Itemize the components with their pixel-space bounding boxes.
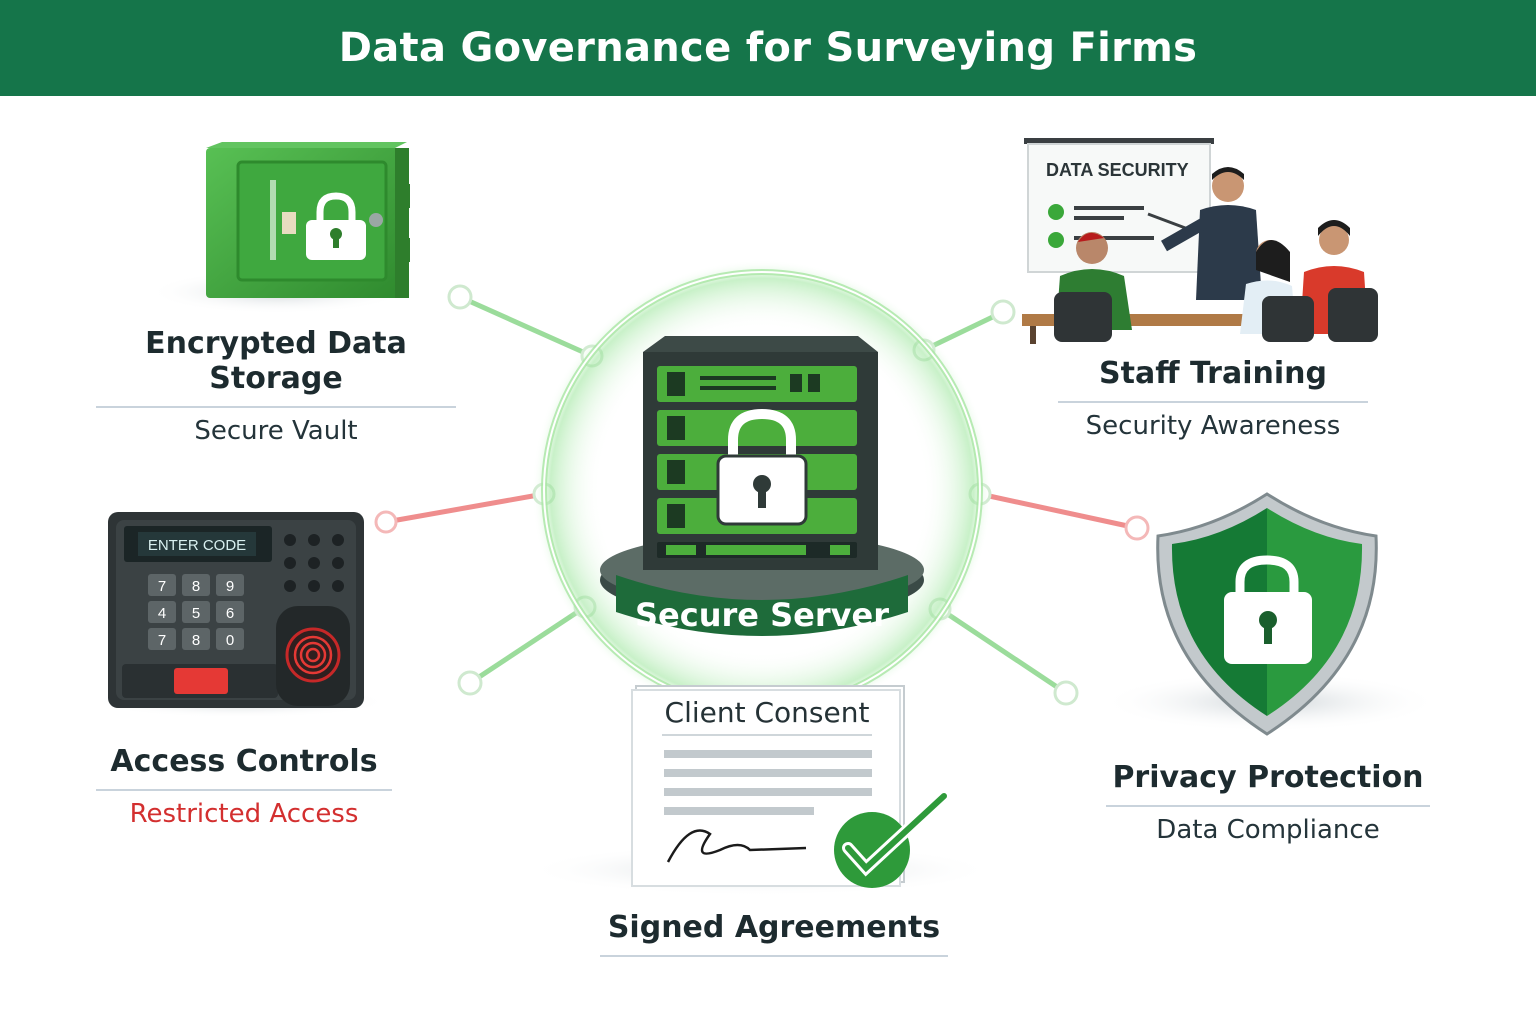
connector-privacy [979,491,1138,531]
storage-subtitle: Secure Vault [194,416,358,446]
node-storage-label: Encrypted Data Storage Secure Vault [96,326,456,446]
center-label: Secure Server [635,596,889,634]
keypad-key [148,628,176,650]
keypad-key [148,601,176,623]
connector-consent-left [468,604,587,686]
node-privacy-label: Privacy Protection Data Compliance [1106,760,1430,845]
keypad-key-label: 6 [226,605,234,622]
keypad-key [182,601,210,623]
keypad-key [216,574,244,596]
node-consent-label: Signed Agreements [600,910,948,957]
keypad-key-label: 7 [158,632,166,649]
secure-server-hub [532,260,992,720]
access-title: Access Controls [96,744,392,791]
page-title: Data Governance for Surveying Firms [338,25,1198,71]
privacy-title: Privacy Protection [1106,760,1430,807]
keypad-key-label: 0 [226,632,234,649]
document-icon: Client Consent [524,685,996,896]
keypad-key-label: 8 [192,578,200,595]
fingerprint-icon [293,635,333,675]
training-title: Staff Training [1058,356,1368,403]
storage-title: Encrypted Data Storage [96,326,456,408]
consent-title: Signed Agreements [600,910,948,957]
access-subtitle: Restricted Access [129,799,359,829]
keypad-key-label: 4 [158,605,166,622]
keypad-key-label: 8 [192,632,200,649]
screen-text: ENTER CODE [148,537,246,554]
keypad-key [182,628,210,650]
checkmark-icon [834,790,950,888]
node-training-label: Staff Training Security Awareness [1058,356,1368,441]
connector-storage [458,294,594,359]
keypad-key [216,628,244,650]
connector-consent-right [938,606,1068,696]
privacy-subtitle: Data Compliance [1156,815,1380,845]
vault-icon [148,142,410,314]
server-icon [643,336,878,570]
keypad-key-label: 9 [226,578,234,595]
keypad-icon: ENTER CODE 7 8 9 4 5 6 7 8 0 [90,512,390,718]
board-text: DATA SECURITY [1046,160,1189,180]
training-subtitle: Security Awareness [1085,411,1341,441]
keypad-key-label: 7 [158,578,166,595]
padlock-icon [716,408,808,526]
doc-title: Client Consent [665,696,870,729]
shield-icon [1100,492,1440,736]
keypad-key-label: 5 [192,605,200,622]
keypad-key [148,574,176,596]
keypad-key [182,574,210,596]
header-banner: Data Governance for Surveying Firms [0,0,1536,96]
keypad-key [216,601,244,623]
node-access-label: Access Controls Restricted Access [96,744,392,829]
presentation-icon: DATA SECURITY [1022,138,1378,344]
connector-access [385,491,545,525]
